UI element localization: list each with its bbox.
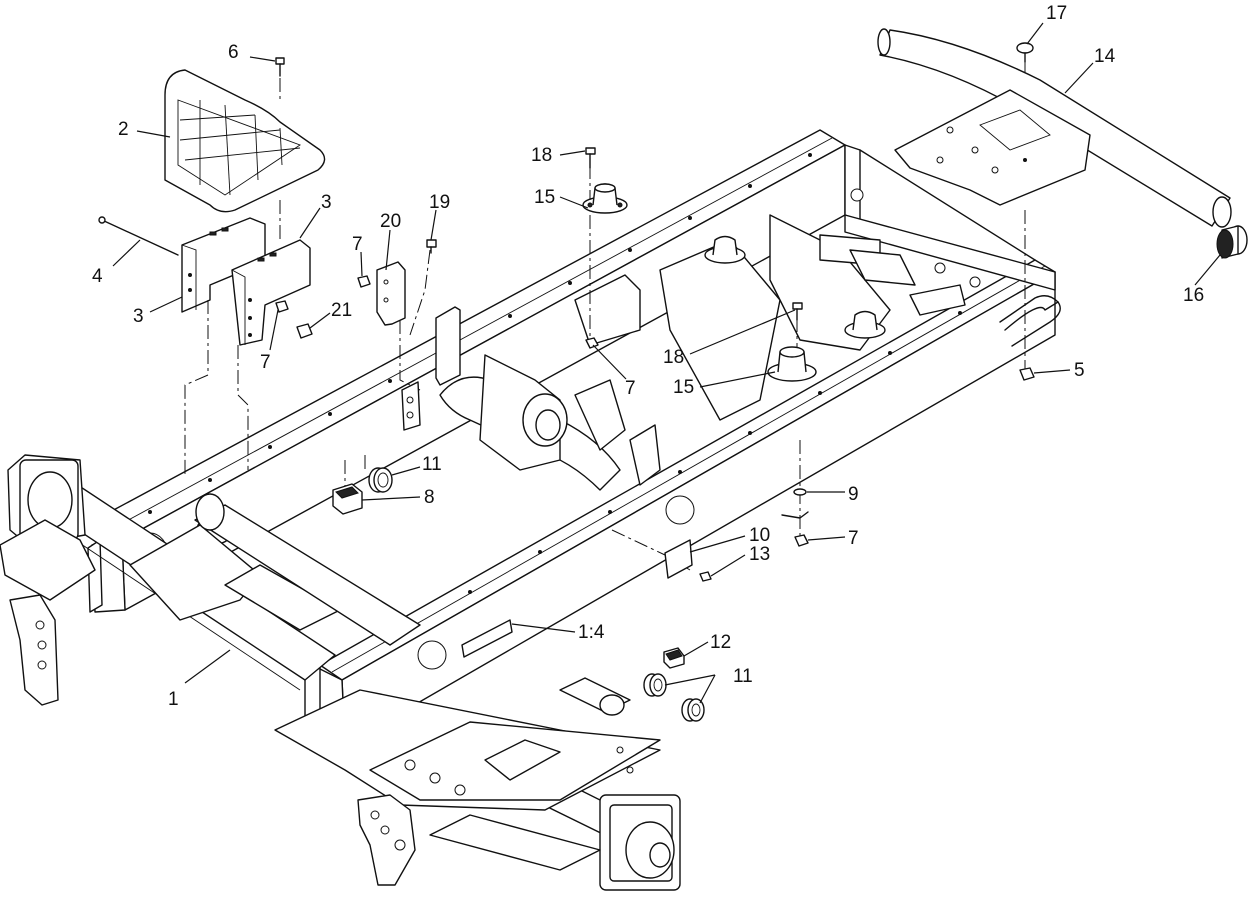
installed-isolators [704, 235, 886, 339]
bracket-20 [376, 261, 406, 326]
grommet-11-upper [368, 467, 393, 493]
callout-13: 13 [749, 544, 770, 565]
callout-11: 11 [422, 454, 442, 475]
callout-18: 18 [531, 145, 552, 166]
callout-3: 3 [321, 192, 332, 213]
rail-holes [148, 153, 981, 670]
hardware [275, 42, 1035, 582]
callout-21: 21 [331, 300, 352, 321]
callout-2: 2 [118, 119, 129, 140]
callout-10: 10 [749, 525, 770, 546]
callout-12: 12 [710, 632, 731, 653]
isolator-mount-15-upper [582, 183, 628, 214]
callout-11: 11 [733, 666, 753, 687]
callout-3: 3 [133, 306, 144, 327]
callout-1-4: 1:4 [578, 622, 605, 643]
callout-18: 18 [663, 347, 684, 368]
callout-19: 19 [429, 192, 450, 213]
rod-4 [98, 216, 179, 256]
callout-17: 17 [1046, 3, 1067, 24]
callout-16: 16 [1183, 285, 1204, 306]
leader-lines [112, 22, 1221, 704]
callout-7: 7 [352, 234, 363, 255]
callout-9: 9 [848, 484, 859, 505]
callout-7: 7 [260, 352, 271, 373]
callout-6: 6 [228, 42, 239, 63]
callout-15: 15 [534, 187, 555, 208]
tube-14 [877, 28, 1232, 228]
bracket-10 [664, 539, 693, 579]
callout-8: 8 [424, 487, 435, 508]
callout-1: 1 [168, 689, 179, 710]
callout-4: 4 [92, 266, 103, 287]
foot-rest-2 [164, 69, 326, 213]
bolt-6 [275, 57, 285, 77]
callout-14: 14 [1094, 46, 1116, 67]
callout-5: 5 [1074, 360, 1085, 381]
plug-8 [332, 483, 363, 515]
callout-7: 7 [625, 378, 636, 399]
bracket-3-right [231, 239, 311, 346]
grommet-11-lower [643, 673, 705, 722]
callout-7: 7 [848, 528, 859, 549]
front-axle-assembly [0, 454, 681, 891]
plug-12 [663, 647, 685, 669]
callout-labels: 6 2 3 4 3 7 20 19 21 7 18 15 7 18 15 17 … [92, 3, 1204, 710]
post-bracket [401, 306, 461, 431]
end-cap-16 [1216, 225, 1248, 259]
isolator-mount-15-lower [767, 346, 817, 382]
callout-15: 15 [673, 377, 694, 398]
callout-20: 20 [380, 211, 401, 232]
